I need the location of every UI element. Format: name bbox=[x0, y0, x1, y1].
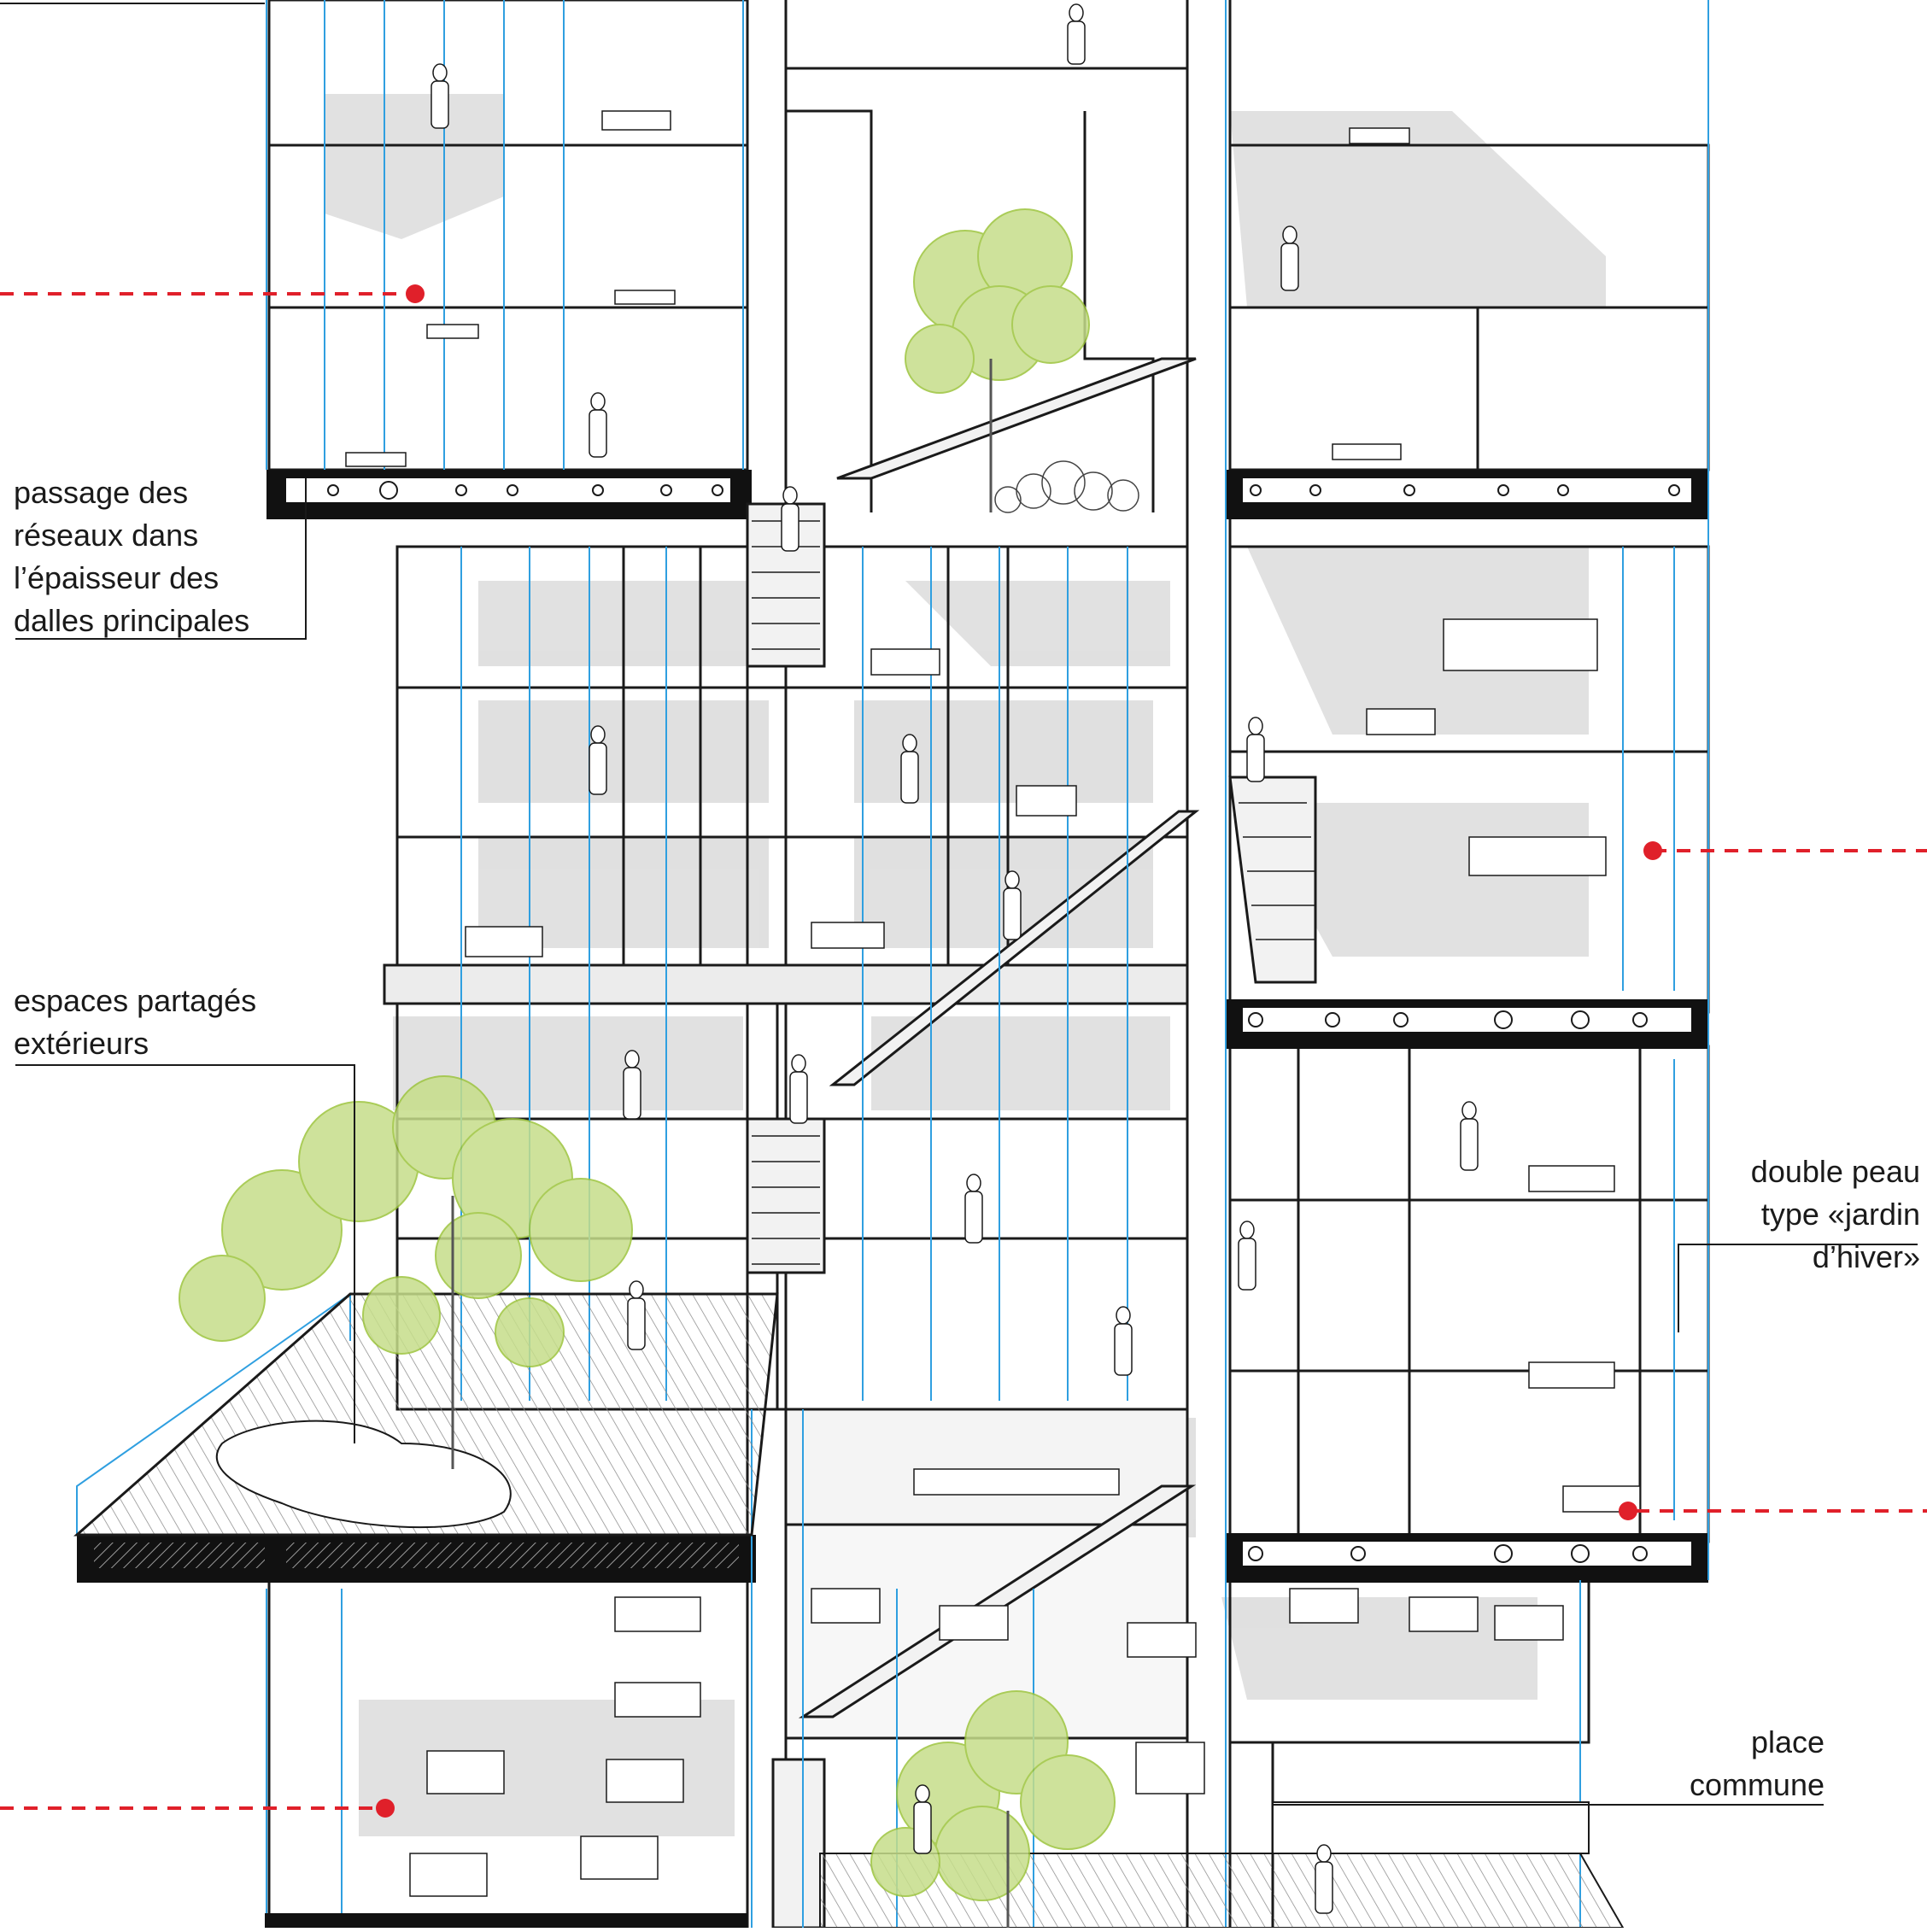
annotation-leaders bbox=[0, 3, 1918, 1928]
slab-pipes bbox=[327, 481, 1680, 1563]
label-line: espaces partagés bbox=[14, 983, 257, 1018]
label-line: passage des bbox=[14, 475, 189, 510]
label-common-square: place commune bbox=[1690, 1721, 1824, 1806]
furniture bbox=[345, 110, 1641, 1897]
label-line: commune bbox=[1689, 1767, 1824, 1802]
label-line: extérieurs bbox=[14, 1026, 149, 1061]
label-line: dalles principales bbox=[14, 603, 250, 638]
shrubs bbox=[994, 460, 1139, 513]
red-callouts bbox=[0, 292, 1927, 1810]
outdoor-terrace bbox=[73, 1292, 779, 1537]
label-double-skin: double peau type «jardin d’hiver» bbox=[1751, 1150, 1920, 1279]
stairs bbox=[746, 357, 1317, 1929]
label-networks-in-slab: passage des réseaux dans l’épaisseur des… bbox=[14, 471, 249, 642]
label-line: d’hiver» bbox=[1812, 1239, 1920, 1274]
stair-treads bbox=[752, 520, 1315, 1265]
label-line: place bbox=[1750, 1724, 1824, 1759]
tree-trunks bbox=[451, 359, 1010, 1928]
label-line: type «jardin bbox=[1760, 1197, 1920, 1232]
label-line: l’épaisseur des bbox=[14, 560, 220, 595]
trees bbox=[179, 208, 1116, 1901]
label-line: réseaux dans bbox=[14, 518, 199, 553]
red-markers bbox=[376, 284, 1662, 1818]
label-shared-outdoor-spaces: espaces partagés extérieurs bbox=[14, 980, 256, 1065]
label-line: double peau bbox=[1750, 1154, 1920, 1189]
people bbox=[430, 3, 1479, 1914]
